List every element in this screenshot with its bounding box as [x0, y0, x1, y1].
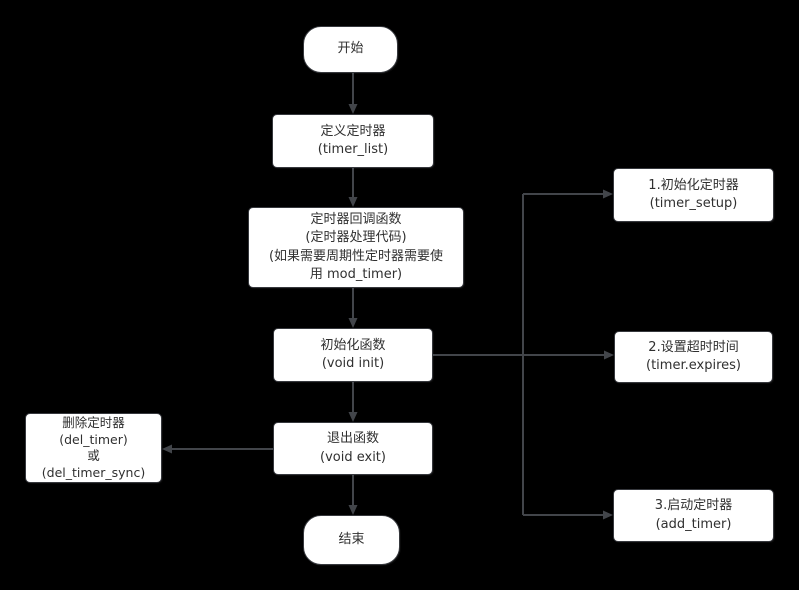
node-text-line: 定义定时器 [320, 123, 386, 139]
node-text-line: (void init) [321, 356, 385, 371]
flow-node-define-timer: 定义定时器 (timer_list) [272, 114, 434, 168]
flow-node-exit-func: 退出函数 (void exit) [273, 422, 433, 475]
node-text-line: (add_timer) [655, 516, 732, 532]
flow-node-timer-callback: 定时器回调函数 (定时器处理代码) (如果需要周期性定时器需要使 用 mod_t… [248, 207, 464, 288]
node-text-line: (如果需要周期性定时器需要使 [268, 248, 444, 264]
edge-define-timer-callback [348, 168, 358, 207]
node-text-line: 或 [87, 448, 100, 463]
edge-start-define-timer [348, 73, 358, 114]
node-text-line: 用 mod_timer) [309, 266, 403, 282]
node-text-line: 2.设置超时时间 [648, 339, 739, 355]
node-text-line: 1.初始化定时器 [648, 177, 739, 193]
node-text-line: (定时器处理代码) [305, 230, 407, 246]
node-text-line: 开始 [337, 41, 364, 57]
node-text-line: (del_timer_sync) [41, 464, 146, 480]
edge-callback-init-func [348, 288, 358, 328]
edge-init-func-step1 [523, 189, 613, 199]
node-text-line: (void exit) [320, 449, 386, 465]
node-text-line: 3.启动定时器 [654, 498, 733, 514]
edge-init-func-step2 [433, 350, 614, 360]
node-text-line: 退出函数 [326, 431, 379, 447]
node-text-line: (timer_setup) [649, 196, 738, 211]
flow-node-end: 结束 [303, 515, 400, 565]
flow-node-step3-add-timer: 3.启动定时器 (add_timer) [613, 489, 774, 542]
node-text-line: 初始化函数 [320, 337, 386, 353]
flow-node-del-timer: 删除定时器 (del_timer) 或 (del_timer_sync) [25, 413, 162, 483]
node-text-line: 定时器回调函数 [310, 211, 402, 227]
flow-node-init-func: 初始化函数 (void init) [273, 328, 433, 382]
node-text-line: (timer.expires) [646, 358, 741, 373]
flow-node-start: 开始 [303, 26, 398, 73]
node-text-line: 删除定时器 [62, 415, 125, 430]
edge-init-func-step3 [523, 510, 613, 520]
node-text-line: 结束 [338, 531, 365, 547]
node-text-line: (timer_list) [317, 142, 389, 157]
flow-node-step1-init-timer: 1.初始化定时器 (timer_setup) [613, 168, 774, 222]
edge-init-func-exit-func [348, 382, 358, 422]
edge-exit-func-del-timer [162, 444, 273, 454]
flow-node-step2-set-expires: 2.设置超时时间 (timer.expires) [614, 331, 773, 383]
node-text-line: (del_timer) [59, 431, 128, 447]
edge-exit-func-end [348, 475, 358, 515]
